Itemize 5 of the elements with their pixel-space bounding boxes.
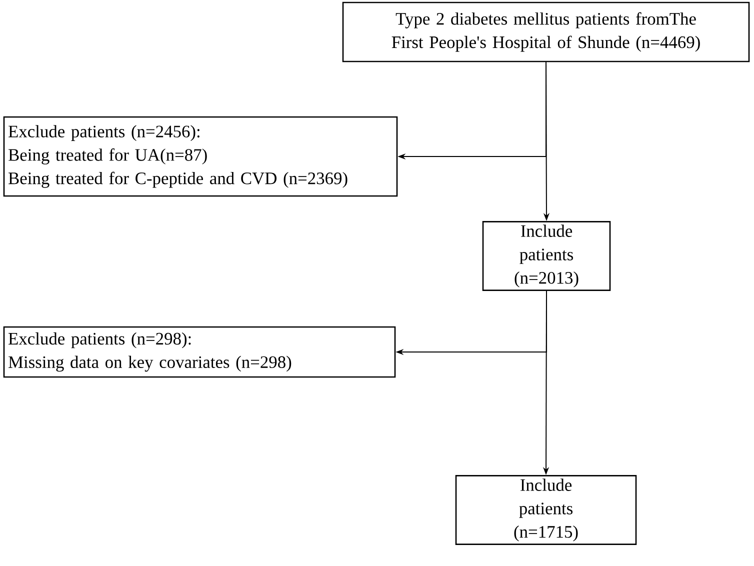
flow-box: Include patients (n=1715) <box>455 475 637 545</box>
flow-box: Type 2 diabetes mellitus patients fromThe First People's Hospital of Shunde (n=4469) <box>342 2 750 62</box>
flow-box: Exclude patients (n=2456): Being treated for UA(n=87) Being treated for C-peptide and CVD (n=2369) <box>3 116 398 197</box>
flow-box: Include patients (n=2013) <box>482 221 611 291</box>
flow-box: Exclude patients (n=298): Missing data on key covariates (n=298) <box>3 326 396 378</box>
